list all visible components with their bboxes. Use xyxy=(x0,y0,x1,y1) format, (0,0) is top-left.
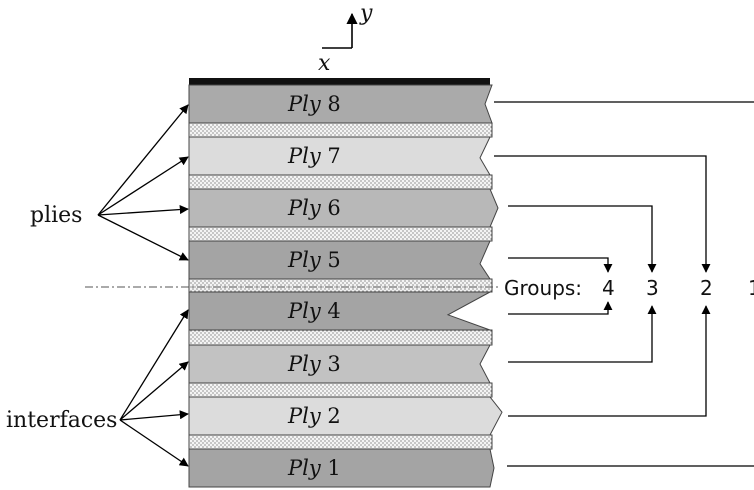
ply-label-number: 4 xyxy=(321,299,341,323)
y-axis-label: y xyxy=(359,1,373,26)
ply-label-number: 8 xyxy=(321,92,341,116)
ply-label-1: Ply 1 xyxy=(287,456,341,480)
interfaces-label: interfaces xyxy=(6,408,117,433)
interfaces-pointers xyxy=(119,309,189,467)
plies-pointers xyxy=(97,104,189,261)
ply-label-italic: Ply xyxy=(287,196,322,220)
ply-label-italic: Ply xyxy=(287,144,322,168)
ply-1 xyxy=(188,448,495,488)
interface-6 xyxy=(188,174,493,190)
interface-5 xyxy=(188,226,493,242)
ply-2 xyxy=(188,396,503,436)
ply-label-8: Ply 8 xyxy=(287,92,341,116)
ply-label-italic: Ply xyxy=(287,456,322,480)
ply-label-number: 2 xyxy=(321,404,341,428)
interface-1 xyxy=(188,434,493,450)
interface-7 xyxy=(188,122,493,138)
ply-label-4: Ply 4 xyxy=(287,299,341,323)
group-number-2: 2 xyxy=(700,276,713,300)
interface-4 xyxy=(188,278,493,293)
ply-label-number: 5 xyxy=(321,248,341,272)
interface-2 xyxy=(188,382,493,398)
top-surface-strip xyxy=(189,78,490,85)
axes-indicator: y x xyxy=(318,1,373,76)
ply-label-italic: Ply xyxy=(287,92,322,116)
ply-label-2: Ply 2 xyxy=(287,404,341,428)
ply-label-5: Ply 5 xyxy=(287,248,341,272)
ply-label-number: 3 xyxy=(321,352,341,376)
ply-label-italic: Ply xyxy=(287,248,322,272)
group-number-3: 3 xyxy=(646,276,659,300)
x-axis-label: x xyxy=(318,51,331,76)
plies-label: plies xyxy=(30,203,82,228)
ply-label-3: Ply 3 xyxy=(287,352,341,376)
ply-8 xyxy=(188,84,493,124)
interfaces-stack xyxy=(188,122,493,450)
ply-label-6: Ply 6 xyxy=(287,196,341,220)
ply-label-number: 1 xyxy=(321,456,341,480)
ply-label-number: 6 xyxy=(321,196,341,220)
group-number-1: 1 xyxy=(748,276,754,300)
group-number-4: 4 xyxy=(602,276,615,300)
ply-label-italic: Ply xyxy=(287,404,322,428)
ply-label-italic: Ply xyxy=(287,299,322,323)
group-connectors xyxy=(494,101,754,467)
ply-label-number: 7 xyxy=(321,144,341,168)
ply-6 xyxy=(188,188,499,228)
ply-label-italic: Ply xyxy=(287,352,322,376)
ply-label-7: Ply 7 xyxy=(287,144,341,168)
interface-3 xyxy=(188,329,493,346)
groups-label-bg xyxy=(500,276,590,298)
groups-label: Groups: xyxy=(504,276,582,300)
